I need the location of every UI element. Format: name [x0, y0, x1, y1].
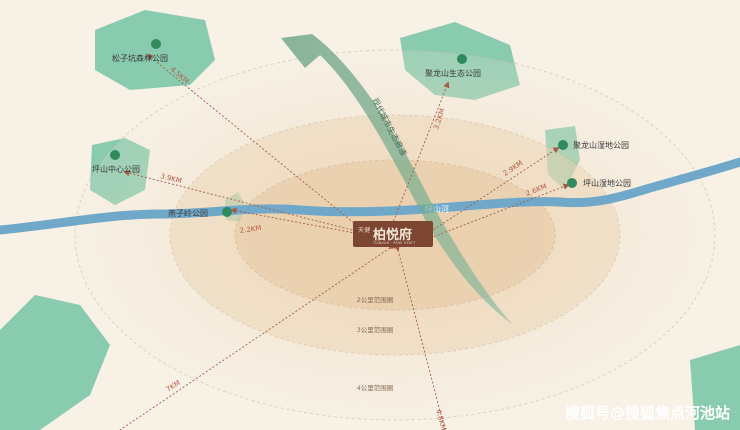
distance-yanziling: 2.2KM	[239, 224, 262, 235]
green-area-songzikeng	[95, 10, 215, 90]
park-name: 聚龙山湿地公园	[573, 140, 629, 150]
park-name: 聚龙山生态公园	[425, 68, 481, 78]
distance-arrows	[119, 53, 570, 430]
project-subtitle: TIANJIAN · PARK HYATT	[372, 241, 415, 245]
park-icon	[567, 178, 577, 188]
park-icon	[558, 140, 568, 150]
park-icon	[457, 54, 467, 64]
park-yanziling[interactable]: 燕子岭公园	[168, 207, 232, 218]
project-name: 柏悦府	[373, 227, 412, 243]
arrow-songzikeng	[146, 53, 361, 229]
park-icon	[151, 39, 161, 49]
river-label: 坪山河	[425, 204, 449, 214]
project-badge[interactable]: 天健 柏悦府 TIANJIAN · PARK HYATT	[353, 221, 433, 247]
ring-label-3km: 3公里范围圈	[357, 325, 394, 334]
park-julongshan-eco[interactable]: 聚龙山生态公园	[425, 54, 481, 78]
park-markers: 松子坑森林公园 聚龙山生态公园 坪山中心公园 燕子岭公园 聚龙山湿地公园 坪山湿…	[92, 39, 631, 218]
corridor-band	[281, 34, 513, 325]
distance-southwest: 7KM	[165, 379, 182, 394]
arrow-pingshan-wetland	[429, 183, 570, 239]
project-badge-bg	[353, 221, 433, 247]
park-name: 松子坑森林公园	[112, 53, 168, 63]
ring-label-2km: 2公里范围圈	[357, 295, 394, 304]
ring-labels: 2公里范围圈 3公里范围圈 4公里范围圈	[357, 295, 394, 392]
green-area-southwest	[0, 295, 110, 430]
arrow-julongshan-wetland	[429, 147, 560, 233]
park-pingshan-central[interactable]: 坪山中心公园	[92, 150, 140, 174]
park-icon	[222, 207, 232, 217]
arrow-pingshan-central	[123, 170, 361, 233]
park-pingshan-wetland[interactable]: 坪山湿地公园	[567, 178, 631, 188]
project-brand: 天健	[358, 226, 371, 234]
river	[0, 157, 740, 235]
arrow-south	[393, 244, 446, 430]
park-name: 坪山湿地公园	[583, 178, 631, 188]
park-icon	[110, 150, 120, 160]
arrow-yanziling	[230, 207, 361, 235]
arrow-julongshan-eco	[391, 81, 450, 226]
park-songzikeng[interactable]: 松子坑森林公园	[112, 39, 168, 63]
park-name: 燕子岭公园	[168, 208, 208, 218]
green-area-southeast	[690, 345, 740, 430]
park-name: 坪山中心公园	[92, 164, 140, 174]
ring-label-4km: 4公里范围圈	[357, 383, 394, 392]
watermark: 搜狐号@搜狐焦点河池站	[565, 404, 730, 422]
park-julongshan-wetland[interactable]: 聚龙山湿地公园	[558, 140, 629, 150]
